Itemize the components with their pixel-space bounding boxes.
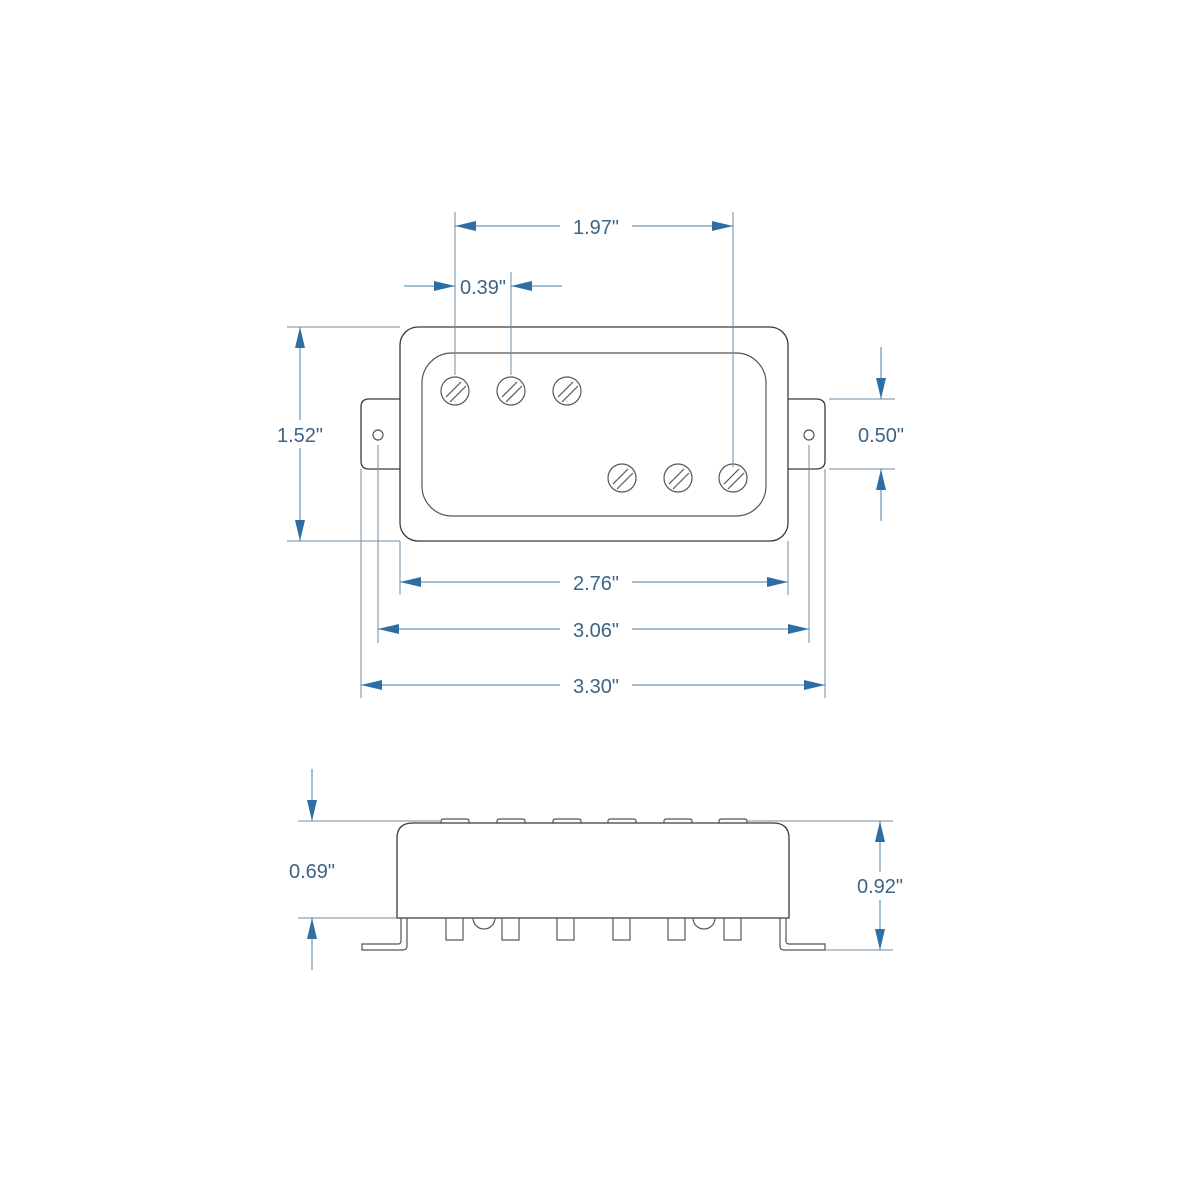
leg xyxy=(445,917,464,941)
pole-piece xyxy=(496,376,526,406)
dim-overall-height: 0.92" xyxy=(848,821,912,950)
dim-body-height: 0.69" xyxy=(289,769,335,970)
pole-top xyxy=(552,818,582,823)
pole-top xyxy=(607,818,637,823)
dim-label-0-92: 0.92" xyxy=(857,876,903,898)
leg xyxy=(667,917,686,941)
dim-cover-width: 2.76" xyxy=(400,568,788,596)
pole-tops xyxy=(440,818,748,823)
leg xyxy=(612,917,631,941)
right-mounting-foot xyxy=(779,918,826,951)
dim-label-3-30: 3.30" xyxy=(573,676,619,698)
side-view: 0.69" 0.92" xyxy=(289,769,912,970)
cover-outline xyxy=(399,326,789,542)
legs xyxy=(445,917,742,941)
pole-piece xyxy=(440,376,470,406)
pole-top xyxy=(718,818,748,823)
pole-piece xyxy=(718,463,748,493)
dim-height: 1.52" xyxy=(268,327,332,541)
side-notch xyxy=(472,917,496,930)
pole-top xyxy=(440,818,470,823)
side-body xyxy=(396,822,790,919)
pole-top xyxy=(496,818,526,823)
dim-tab-height: 0.50" xyxy=(858,347,904,521)
right-mounting-hole xyxy=(803,429,815,441)
dim-label-0-50: 0.50" xyxy=(858,425,904,447)
top-view: 1.97" 0.39" 1.52" 0.50" xyxy=(268,212,904,699)
dim-label-0-39: 0.39" xyxy=(460,277,506,299)
pole-piece xyxy=(663,463,693,493)
leg xyxy=(556,917,575,941)
dim-label-3-06: 3.06" xyxy=(573,620,619,642)
pole-piece xyxy=(607,463,637,493)
pole-pieces xyxy=(440,376,748,493)
dim-pole-spacing: 0.39" xyxy=(404,277,562,299)
dim-label-0-69: 0.69" xyxy=(289,861,335,883)
leg xyxy=(501,917,520,941)
leg xyxy=(723,917,742,941)
right-mounting-tab xyxy=(788,398,826,470)
left-mounting-foot xyxy=(361,918,408,951)
cover-inner-outline xyxy=(421,352,767,517)
pole-top xyxy=(663,818,693,823)
dim-label-1-97: 1.97" xyxy=(573,217,619,239)
left-mounting-hole xyxy=(372,429,384,441)
left-mounting-tab xyxy=(360,398,400,470)
dim-label-2-76: 2.76" xyxy=(573,573,619,595)
side-notch xyxy=(692,917,716,930)
dim-pole-spacing-total: 1.97" xyxy=(455,212,733,240)
dim-mount-hole-spacing: 3.06" xyxy=(378,615,809,643)
dim-label-1-52: 1.52" xyxy=(277,425,323,447)
dim-overall-length: 3.30" xyxy=(361,671,825,699)
pole-piece xyxy=(552,376,582,406)
